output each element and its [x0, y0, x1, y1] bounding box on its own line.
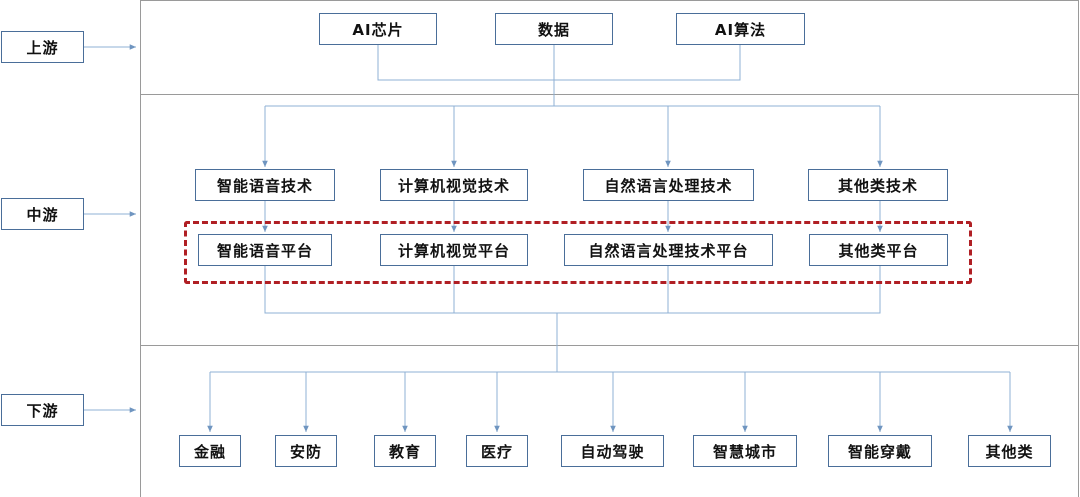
app-other: 其他类	[968, 435, 1051, 467]
platform-computer-vision: 计算机视觉平台	[380, 234, 528, 266]
upstream-item-data: 数据	[495, 13, 613, 45]
app-autonomous-driving: 自动驾驶	[561, 435, 664, 467]
app-finance: 金融	[179, 435, 241, 467]
stage-label-midstream: 中游	[1, 198, 84, 230]
platform-other: 其他类平台	[809, 234, 948, 266]
upstream-merge-line	[377, 45, 741, 81]
upstream-item-ai-algorithm: AI算法	[676, 13, 805, 45]
platform-merge-line	[264, 266, 881, 314]
platform-speech: 智能语音平台	[198, 234, 332, 266]
platform-nlp: 自然语言处理技术平台	[564, 234, 773, 266]
app-security: 安防	[275, 435, 337, 467]
midstream-band	[140, 94, 1079, 346]
stage-label-upstream: 上游	[1, 31, 84, 63]
downstream-band	[140, 345, 1079, 497]
tech-other: 其他类技术	[808, 169, 948, 201]
upstream-item-ai-chip: AI芯片	[319, 13, 437, 45]
app-healthcare: 医疗	[466, 435, 528, 467]
tech-speech: 智能语音技术	[195, 169, 335, 201]
tech-nlp: 自然语言处理技术	[583, 169, 754, 201]
app-smart-wearable: 智能穿戴	[828, 435, 932, 467]
app-smart-city: 智慧城市	[693, 435, 797, 467]
stage-label-downstream: 下游	[1, 394, 84, 426]
tech-computer-vision: 计算机视觉技术	[380, 169, 528, 201]
app-education: 教育	[374, 435, 436, 467]
